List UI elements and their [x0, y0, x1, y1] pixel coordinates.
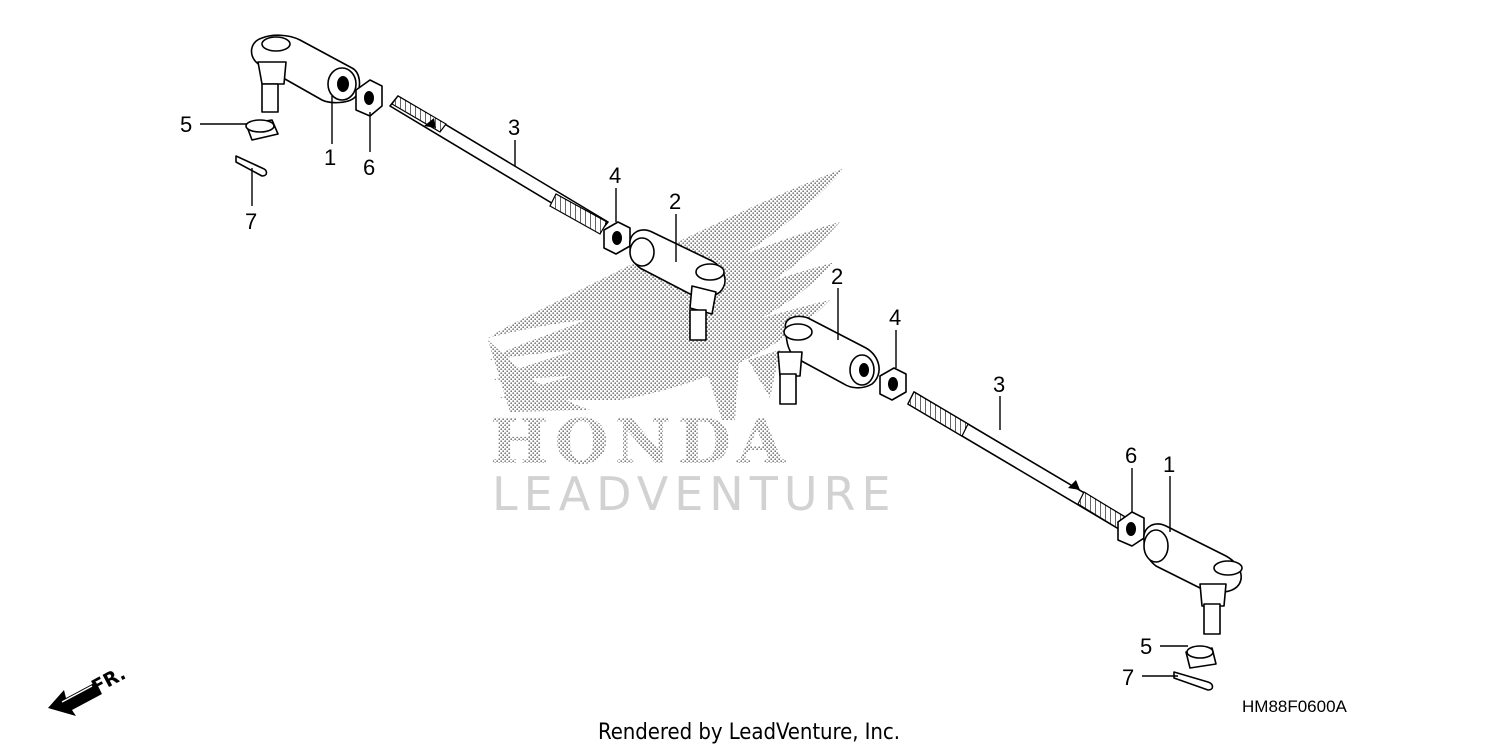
footer-credit: Rendered by LeadVenture, Inc. — [598, 720, 900, 745]
watermark-sub: LEADVENTURE — [492, 467, 897, 521]
tie-rod-end-left — [250, 34, 361, 113]
jam-nut-right — [879, 367, 907, 401]
callout-1-left: 1 — [324, 145, 336, 170]
cotter-pin-right — [1173, 671, 1214, 691]
callout-6-left: 6 — [363, 155, 375, 180]
diagram-code: HM88F0600A — [1242, 697, 1348, 716]
castle-nut-right — [1185, 645, 1217, 669]
callout-7-left: 7 — [245, 209, 257, 234]
callout-5-right: 5 — [1140, 634, 1152, 659]
callout-7-right: 7 — [1122, 665, 1134, 690]
tie-rod-right — [907, 391, 1131, 533]
tie-rod-end-right-outer — [1143, 523, 1243, 635]
jam-nut-left — [603, 221, 631, 255]
callout-5-left: 5 — [180, 112, 192, 137]
tie-rod-end-center — [629, 229, 726, 341]
tie-rod-end-right-inner — [777, 315, 880, 405]
lock-nut-right — [1117, 511, 1145, 547]
callout-3-left: 3 — [508, 115, 520, 140]
lock-nut-left — [355, 79, 383, 117]
callout-3-right: 3 — [993, 372, 1005, 397]
callout-2-center: 2 — [669, 189, 681, 214]
cotter-pin-left — [235, 155, 268, 177]
callout-1-right: 1 — [1163, 452, 1175, 477]
callout-2-right: 2 — [831, 264, 843, 289]
castle-nut-left — [245, 119, 279, 141]
watermark-brand: HONDA — [490, 405, 791, 478]
callout-4-right: 4 — [889, 305, 901, 330]
callout-4-left: 4 — [609, 163, 621, 188]
leader-lines — [200, 96, 1188, 677]
front-direction-arrow — [48, 682, 102, 716]
callout-6-right: 6 — [1125, 443, 1137, 468]
tie-rod-left — [389, 95, 609, 235]
